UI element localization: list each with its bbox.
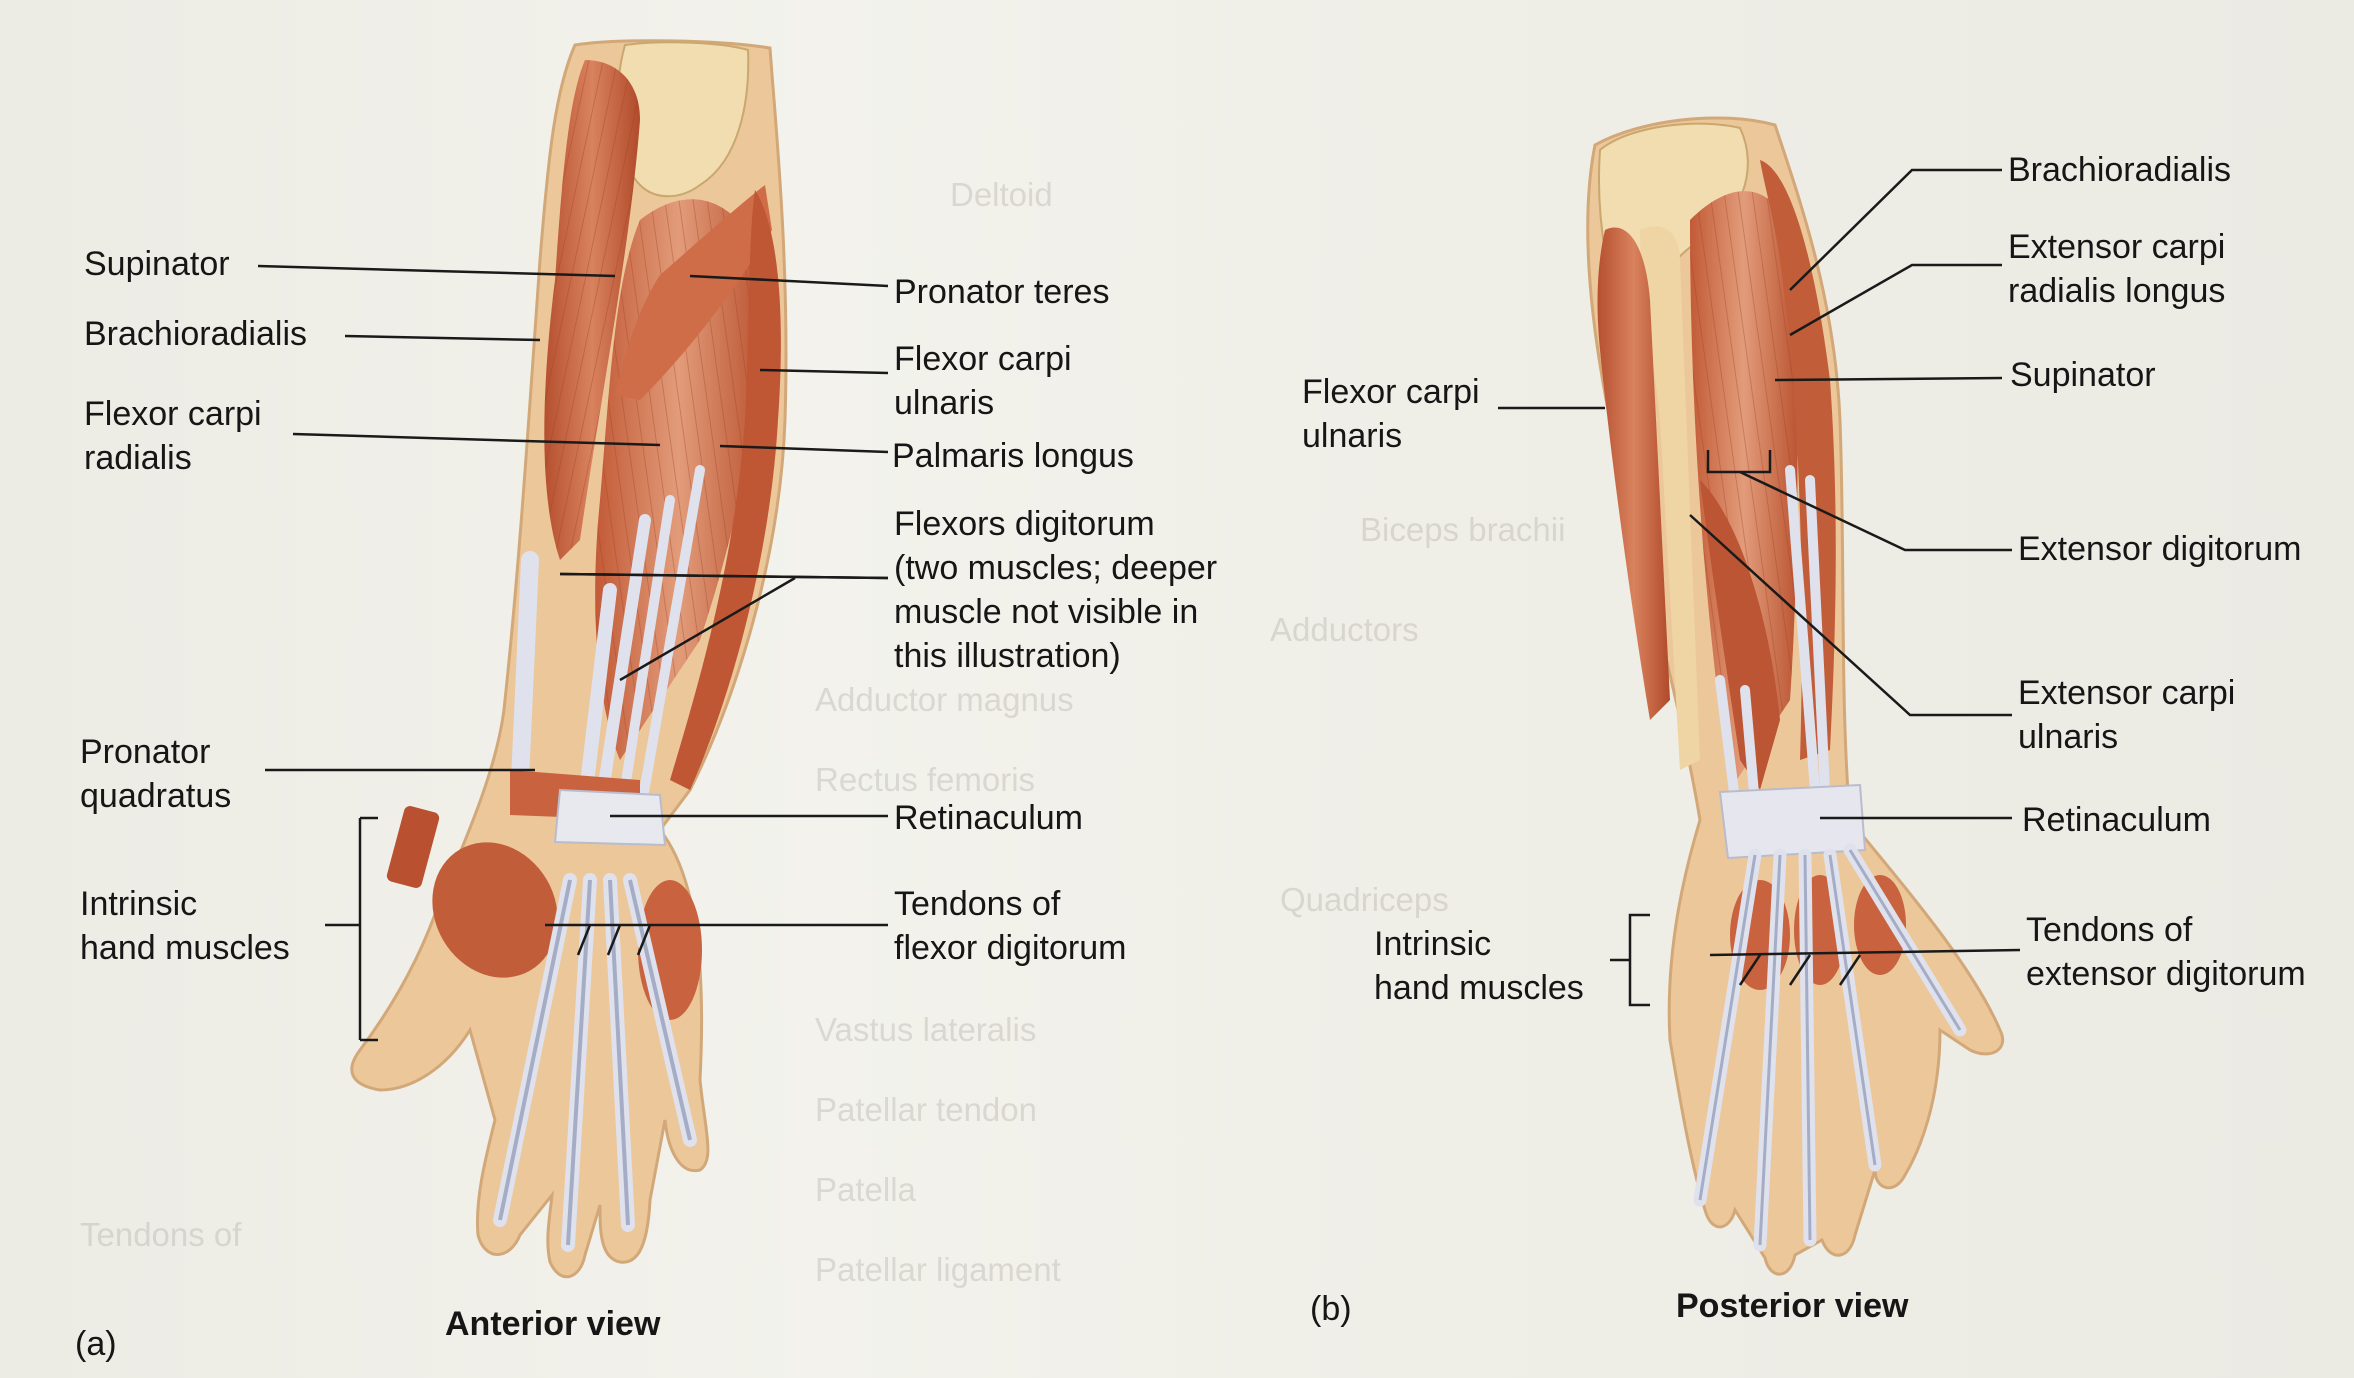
label-pronator-teres: Pronator teres: [894, 273, 1110, 311]
panel-b-caption: Posterior view: [1676, 1287, 1909, 1325]
bleed-through-text: Vastus lateralis: [815, 1011, 1037, 1048]
bleed-through-text: Adductor magnus: [815, 681, 1074, 718]
label-flexor-carpi-ulnaris-a-line1: Flexor carpi: [894, 340, 1072, 378]
posterior-forearm-illustration: [1586, 116, 2005, 1276]
bleed-through-text: Patellar ligament: [815, 1251, 1061, 1288]
panel-b-letter: (b): [1310, 1290, 1352, 1328]
label-pronator-quadratus-line1: Pronator: [80, 733, 211, 771]
panel-a-letter: (a): [75, 1325, 117, 1363]
label-retinaculum-a: Retinaculum: [894, 799, 1083, 837]
posterior-flexor-carpi-ulnaris-muscle: [1597, 227, 1670, 720]
anterior-thenar-muscles: [432, 842, 558, 978]
label-tendons-extensor-digitorum-line2: extensor digitorum: [2026, 955, 2306, 993]
anterior-forearm-illustration: [350, 39, 788, 1279]
label-flexor-carpi-radialis-line2: radialis: [84, 439, 192, 477]
panel-b-leader-lines: [1498, 168, 2021, 1007]
bleed-through-text: Rectus femoris: [815, 761, 1036, 798]
bleed-through-text: Patellar tendon: [815, 1091, 1037, 1128]
label-palmaris-longus: Palmaris longus: [892, 437, 1134, 475]
label-flexor-carpi-ulnaris-b-line1: Flexor carpi: [1302, 373, 1480, 411]
panel-a-caption: Anterior view: [445, 1305, 661, 1343]
label-flexors-digitorum-line3: muscle not visible in: [894, 593, 1199, 631]
label-tendons-flexor-digitorum-line2: flexor digitorum: [894, 929, 1127, 967]
label-ecrl-line2: radialis longus: [2008, 272, 2226, 310]
anterior-isolated-thumb-muscle: [386, 806, 440, 888]
label-extensor-digitorum: Extensor digitorum: [2018, 530, 2302, 568]
label-pronator-quadratus-line2: quadratus: [80, 777, 232, 815]
label-flexors-digitorum-line4: this illustration): [894, 637, 1121, 675]
label-ecu-line2: ulnaris: [2018, 718, 2119, 756]
label-ecrl-line1: Extensor carpi: [2008, 228, 2226, 266]
label-tendons-extensor-digitorum-line1: Tendons of: [2026, 911, 2193, 949]
label-flexor-carpi-radialis-line1: Flexor carpi: [84, 395, 262, 433]
label-supinator-a: Supinator: [84, 245, 230, 283]
posterior-ecu-muscle: [1700, 480, 1780, 790]
bleed-through-text: Deltoid: [950, 176, 1053, 213]
label-tendons-flexor-digitorum-line1: Tendons of: [894, 885, 1061, 923]
panel-a-leader-lines: [257, 264, 889, 1042]
anterior-retinaculum-band: [553, 788, 667, 847]
label-ecu-line1: Extensor carpi: [2018, 674, 2236, 712]
label-flexors-digitorum-line1: Flexors digitorum: [894, 505, 1155, 543]
label-intrinsic-hand-muscles-a-line1: Intrinsic: [80, 885, 198, 923]
posterior-intrinsic-muscle-3: [1854, 875, 1906, 975]
anterior-flexor-carpi-ulnaris-muscle: [670, 190, 781, 790]
label-supinator-b: Supinator: [2010, 356, 2156, 394]
label-retinaculum-b: Retinaculum: [2022, 801, 2211, 839]
bleed-through-text: Biceps brachii: [1360, 511, 1566, 548]
bleed-through-text: Patella: [815, 1171, 916, 1208]
posterior-ulna-shaft: [1640, 226, 1700, 770]
label-intrinsic-hand-muscles-b-line2: hand muscles: [1374, 969, 1584, 1007]
label-brachioradialis-b: Brachioradialis: [2008, 151, 2231, 189]
label-flexor-carpi-ulnaris-a-line2: ulnaris: [894, 384, 995, 422]
label-flexor-carpi-ulnaris-b-line2: ulnaris: [1302, 417, 1403, 455]
label-brachioradialis-a: Brachioradialis: [84, 315, 307, 353]
bleed-through-text: Quadriceps: [1280, 881, 1449, 918]
label-flexors-digitorum-line2: (two muscles; deeper: [894, 549, 1218, 587]
posterior-retinaculum-band: [1718, 783, 1867, 860]
label-intrinsic-hand-muscles-a-line2: hand muscles: [80, 929, 290, 967]
anterior-forearm-tendons: [511, 465, 705, 825]
posterior-forearm-tendons: [1715, 465, 1830, 810]
bleed-through-text: Adductors: [1270, 611, 1419, 648]
anterior-pronator-teres-muscle: [615, 185, 772, 400]
bleed-through-text: Tendons of: [80, 1216, 242, 1253]
label-intrinsic-hand-muscles-b-line1: Intrinsic: [1374, 925, 1492, 963]
